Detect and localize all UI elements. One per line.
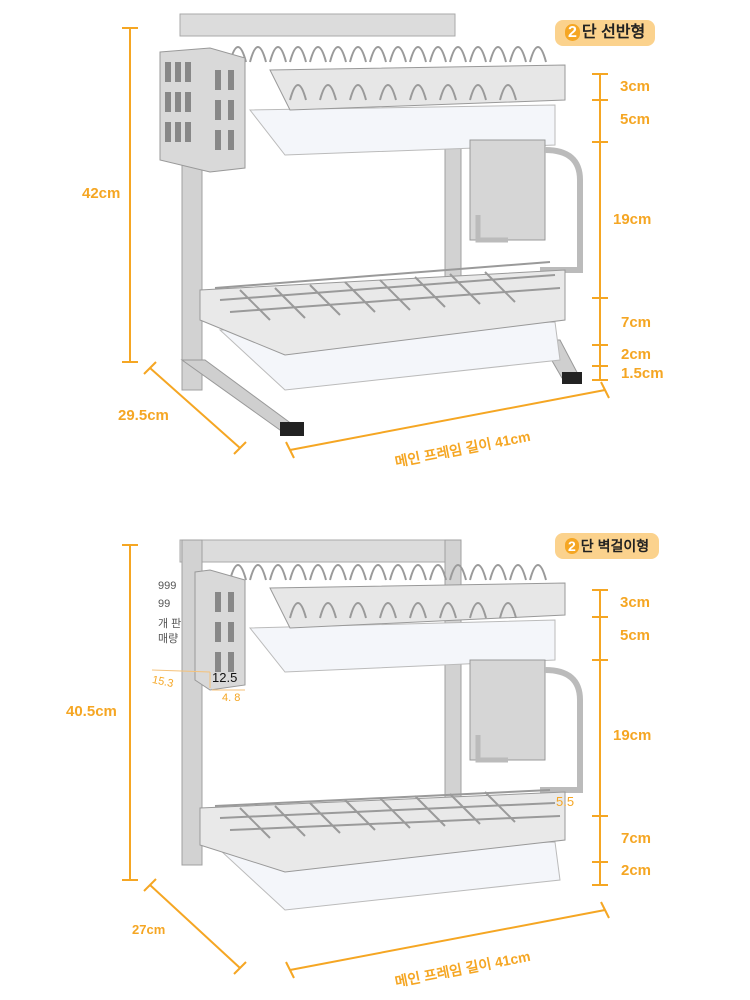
spacing-label: 5cm [620, 627, 651, 644]
spacing-label: 7cm [621, 314, 652, 331]
upper-wire-arcs [229, 564, 547, 619]
spacing-label: 19cm [613, 211, 652, 228]
annotation-text: 5.5 [556, 794, 575, 809]
depth-label: 29.5cm [118, 407, 169, 424]
height-label: 42cm [82, 185, 121, 202]
annotation-text: 12.5 [212, 670, 238, 685]
holder-guides [151, 669, 245, 691]
utensil-holder-icon [159, 47, 246, 173]
spacing-label: 7cm [621, 830, 652, 847]
lower-wire-grid [214, 261, 561, 321]
depth-label: 27cm [132, 922, 166, 937]
spacing-label: 2cm [621, 346, 652, 363]
dish-rack-illustration [122, 539, 610, 979]
badge-label: 단 벽걸이형 [580, 538, 650, 554]
height-label: 40.5cm [66, 703, 117, 720]
annotation-text: 99 [158, 598, 171, 610]
dimension-lines [122, 544, 610, 979]
spacing-label: 5cm [620, 111, 651, 128]
cutting-board-holder-icon [469, 659, 583, 793]
annotation-text: 4. 8 [222, 692, 241, 704]
cutting-board-holder-icon [469, 139, 583, 273]
dimension-lines [122, 27, 610, 459]
badge-label: 단 선반형 [581, 24, 646, 41]
spacing-label: 3cm [620, 78, 651, 95]
utensil-holder-icon [194, 569, 246, 691]
spacing-label: 3cm [620, 594, 651, 611]
annotation-text: 매량 [158, 633, 179, 645]
spacing-label: 1.5cm [621, 365, 664, 382]
spacing-label: 2cm [621, 862, 652, 879]
annotation-text: 999 [158, 580, 177, 592]
lower-wire-grid [214, 789, 561, 839]
badge-number: 2 [565, 24, 580, 41]
badge-number: 2 [565, 538, 579, 554]
spacing-label: 19cm [613, 727, 652, 744]
upper-wire-arcs [229, 46, 547, 101]
annotation-text: 개 판 [158, 618, 182, 630]
dish-rack-illustration [122, 13, 610, 459]
